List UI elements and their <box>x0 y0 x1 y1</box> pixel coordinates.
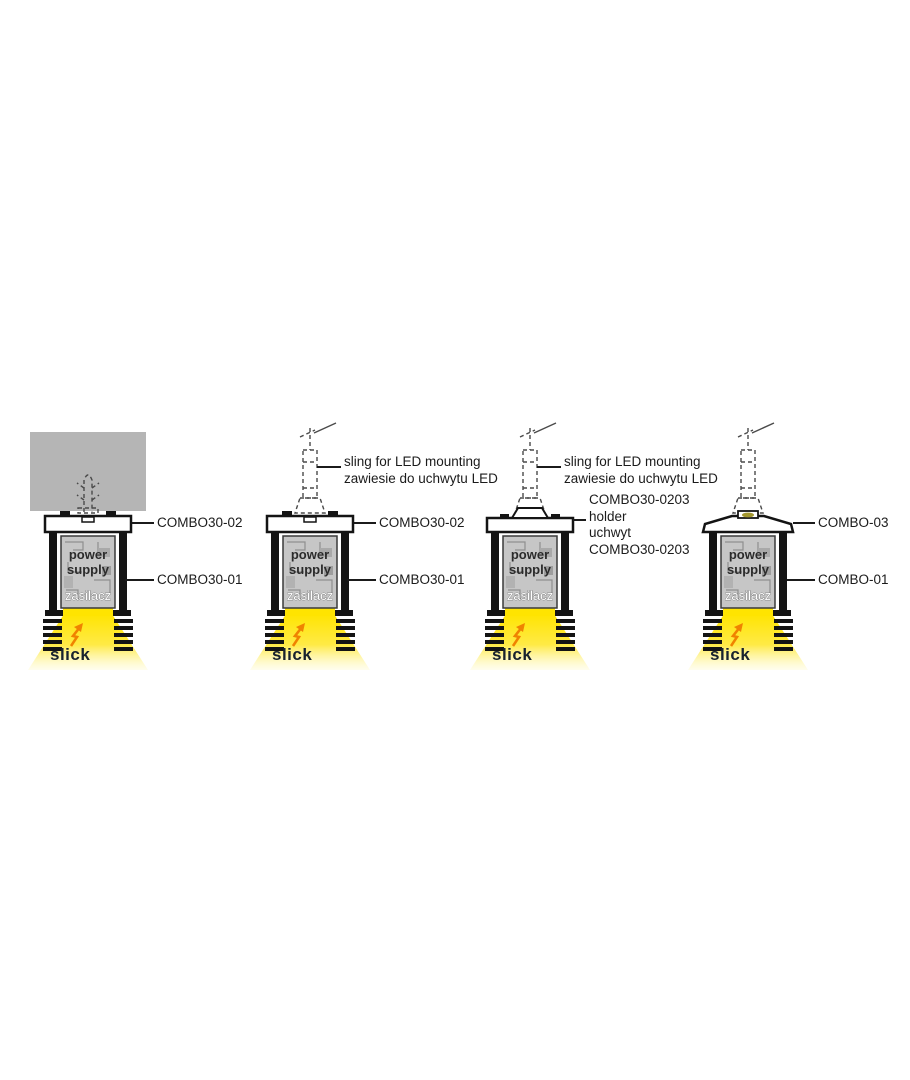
sling-label-pl: zawiesie do uchwytu LED <box>564 470 718 486</box>
label-v2-sling: sling for LED mounting zawiesie do uchwy… <box>344 454 498 487</box>
leader-line <box>537 466 561 468</box>
label-v2-cover: COMBO30-02 <box>379 515 465 530</box>
leader-line <box>132 522 154 524</box>
leader-line <box>573 519 586 521</box>
holder-label-line2: holder <box>589 508 627 524</box>
diagram-variant-1 <box>0 420 178 672</box>
label-v1-cover: COMBO30-02 <box>157 515 243 530</box>
label-v3-holder: COMBO30-0203 holder uchwyt COMBO30-0203 <box>589 492 690 558</box>
leader-line <box>793 522 815 524</box>
profile-drawing-4 <box>688 422 808 670</box>
sling-label-en: sling for LED mounting <box>564 454 701 469</box>
label-v4-cover: COMBO-03 <box>818 515 889 530</box>
leader-line <box>125 579 154 581</box>
profile-drawing-1 <box>28 431 148 670</box>
label-v2-profile: COMBO30-01 <box>379 572 465 587</box>
sling-label-pl: zawiesie do uchwytu LED <box>344 470 498 486</box>
label-v4-profile: COMBO-01 <box>818 572 889 587</box>
leader-line <box>354 522 376 524</box>
label-v3-sling: sling for LED mounting zawiesie do uchwy… <box>564 454 718 487</box>
leader-line <box>787 579 815 581</box>
holder-label-line3: uchwyt <box>589 525 632 540</box>
diagram-variant-4 <box>658 420 838 672</box>
label-v1-profile: COMBO30-01 <box>157 572 243 587</box>
sling-label-en: sling for LED mounting <box>344 454 481 469</box>
leader-line <box>317 466 341 468</box>
holder-label-line4: COMBO30-0203 <box>589 541 690 557</box>
holder-label-line1: COMBO30-0203 <box>589 492 690 507</box>
leader-line <box>347 579 376 581</box>
